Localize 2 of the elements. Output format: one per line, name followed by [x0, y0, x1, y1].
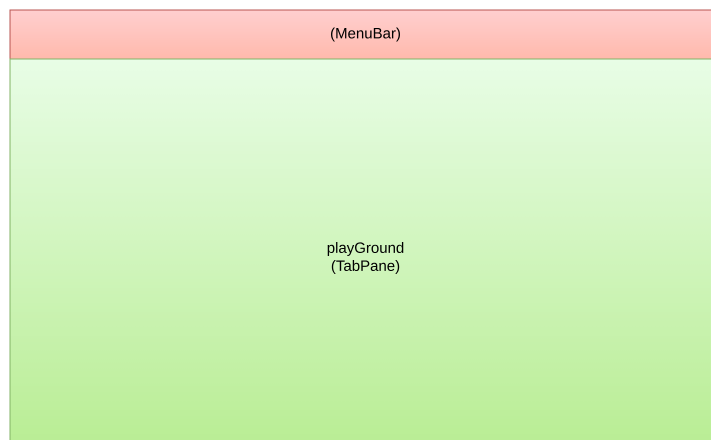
content-panel: playGround (TabPane)	[10, 58, 711, 440]
menu-bar: (MenuBar)	[10, 10, 711, 60]
